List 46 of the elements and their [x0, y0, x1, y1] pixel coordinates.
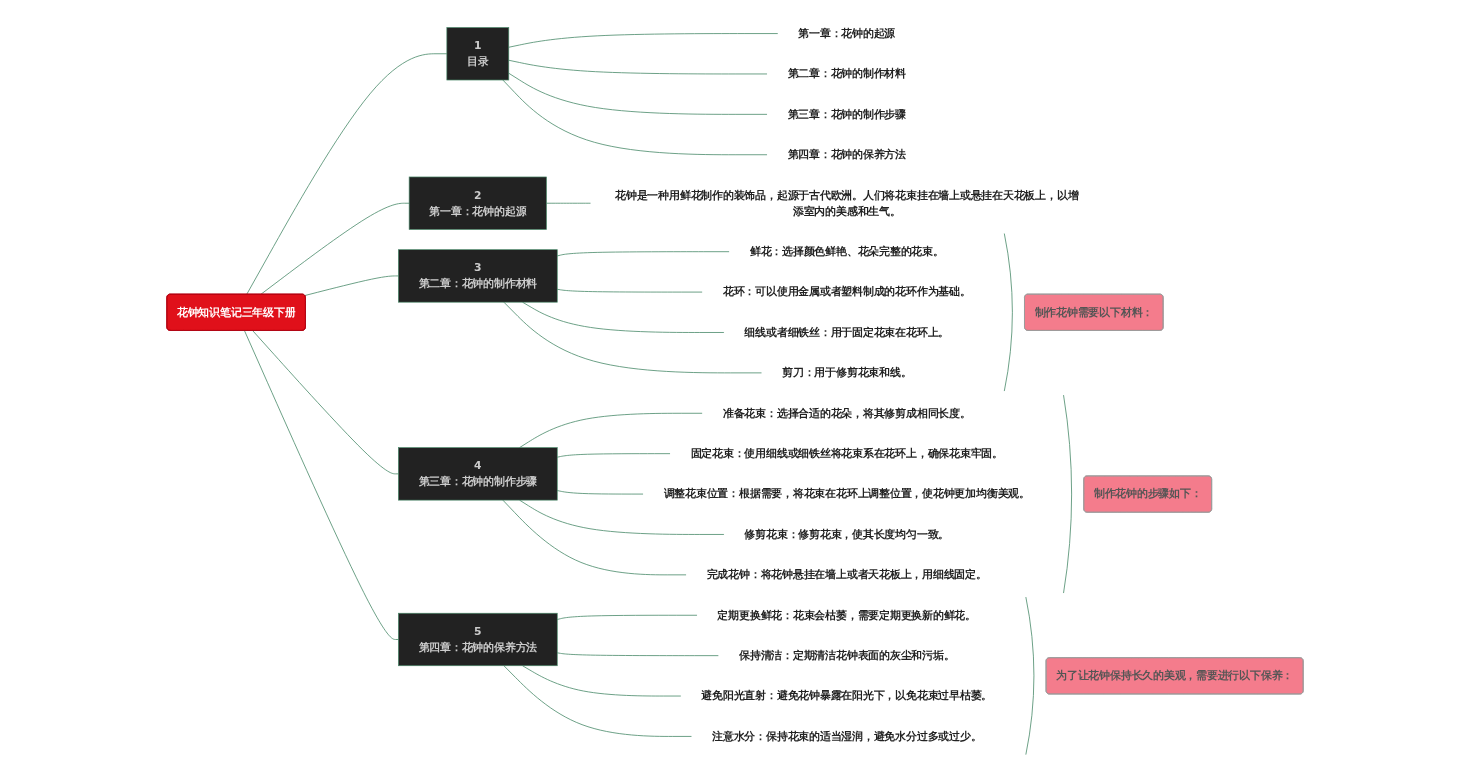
- connector: [522, 665, 682, 697]
- node-text: 避免阳光直射：避免花钟暴露在阳光下，以免花束过早枯萎。: [701, 689, 993, 703]
- node-box: 3 第二章：花钟的制作材料: [398, 249, 558, 303]
- connector: [503, 301, 763, 374]
- node-text: 完成花钟：将花钟悬挂在墙上或者天花板上，用细线固定。: [706, 568, 987, 581]
- node-text: 细线或者细铁丝：用于固定花束在花环上。: [744, 325, 950, 339]
- node-text: 剪刀：用于修剪花束和线。: [782, 366, 912, 379]
- node-text: 鲜花：选择颜色鲜艳、花朵完整的花束。: [749, 244, 944, 258]
- node-box: 2 第一章：花钟的起源: [408, 176, 547, 230]
- connector: [522, 301, 725, 333]
- node-text: 修剪花束：修剪花束，使其长度均匀一致。: [744, 527, 950, 541]
- connector: [556, 251, 730, 257]
- node-text: 固定花束：使用细线或细铁丝将花束系在花环上，确保花束牢固。: [690, 446, 1003, 460]
- connector: [546, 202, 592, 204]
- connector: [244, 330, 399, 640]
- node-text: 第二章：花钟的制作材料: [787, 67, 907, 81]
- node-text: 第四章：花钟的保养方法: [787, 148, 907, 161]
- node-text: 第一章：花钟的起源: [798, 26, 896, 40]
- connector: [502, 499, 687, 576]
- connector: [556, 288, 704, 293]
- connector: [252, 330, 399, 475]
- connector: [502, 79, 768, 156]
- connector: [519, 499, 725, 535]
- connector: [508, 72, 768, 115]
- node-text: 准备花束：选择合适的花朵，将其修剪成相同长度。: [722, 406, 971, 420]
- connector: [246, 53, 448, 295]
- node-box: 1 目录: [446, 27, 510, 81]
- connector: [304, 275, 399, 296]
- node-text: 保持清洁：定期清洁花钟表面的灰尘和污垢。: [739, 648, 955, 662]
- connector: [556, 490, 644, 495]
- node-box: 5 第四章：花钟的保养方法: [398, 612, 558, 667]
- connector: [556, 453, 671, 458]
- connector: [508, 33, 779, 48]
- node-text: 第三章：花钟的制作步骤: [787, 107, 907, 121]
- connector: [508, 59, 768, 75]
- node-box: 4 第三章：花钟的制作步骤: [398, 447, 558, 501]
- node-text: 定期更换鲜花：花束会枯萎，需要定期更换新的鲜花。: [717, 608, 977, 622]
- connector: [260, 202, 410, 295]
- connector: [556, 652, 720, 657]
- node-text: 注意水分：保持花束的适当湿润，避免水分过多或过少。: [712, 729, 982, 743]
- node-text: 花钟是一种用鲜花制作的装饰品，起源于古代欧洲。人们将花束挂在墙上或悬挂在天花板上，以增添室内的美感和生气。: [615, 188, 1079, 218]
- connector: [503, 665, 693, 737]
- node-text: 花环：可以使用金属或者塑料制成的花环作为基础。: [722, 285, 971, 299]
- connector: [556, 614, 698, 620]
- connector: [519, 412, 704, 448]
- node-text: 调整花束位置：根据需要，将花束在花环上调整位置，使花钟更加均衡美观。: [663, 487, 1030, 501]
